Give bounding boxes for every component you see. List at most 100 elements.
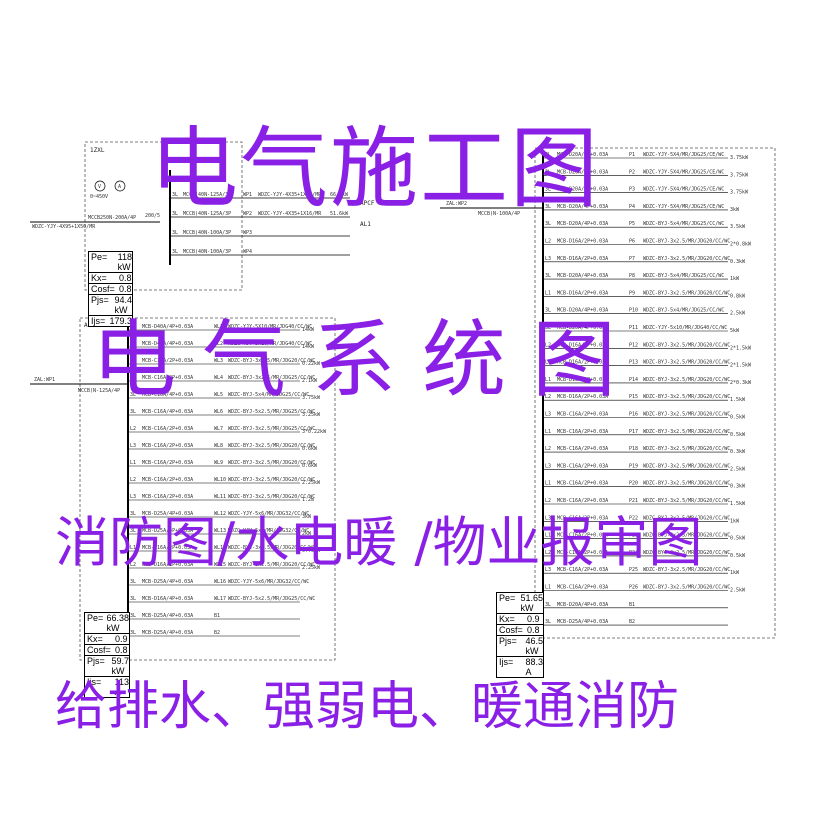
circuit-phase: L2 bbox=[545, 239, 551, 245]
circuit-load: 14kW bbox=[302, 327, 315, 333]
circuit-cable: WDZC-BYJ-3x2.5/MR/JDG20/CC/WC bbox=[643, 377, 730, 383]
summary-key: Pjs= bbox=[91, 295, 109, 305]
circuit-cable: WDZC-BYJ-3x2.5/MR/JDG20/CC/WC bbox=[643, 533, 730, 539]
circuit-phase: L3 bbox=[545, 463, 551, 469]
circuit-breaker: MCB-C16A/2P+0.03A bbox=[142, 477, 193, 483]
circuit-id: WL1 bbox=[214, 324, 223, 330]
circuit-load: 2.5kW bbox=[730, 311, 746, 317]
circuit-phase: L3 bbox=[545, 256, 551, 262]
circuit-phase: 3L bbox=[130, 341, 136, 347]
summary-key: Ijs= bbox=[91, 316, 106, 326]
circuit-id: P13 bbox=[629, 360, 638, 366]
circuit-id: P17 bbox=[629, 429, 638, 435]
circuit-load: 0.3kW bbox=[730, 449, 746, 455]
summary-key: Pjs= bbox=[499, 636, 517, 646]
circuit-breaker: MCB-C16A/2P+0.03A bbox=[557, 533, 608, 539]
circuit-phase: L2 bbox=[130, 426, 136, 432]
summary-value: 113 A bbox=[114, 677, 129, 697]
circuit-phase: 3L bbox=[545, 204, 551, 210]
circuit-cable: WDZC-BYJ-3x2.5/MR/JDG20/CC/WC bbox=[643, 360, 730, 366]
circuit-id: WL3 bbox=[214, 358, 223, 364]
circuit-cable: WDZC-YJY-5X4/MR/JDG25/CE/WC bbox=[643, 152, 724, 158]
circuit-breaker: MCB-C16A/2P+0.03A bbox=[142, 494, 193, 500]
summary-key: Cosf= bbox=[87, 645, 111, 655]
circuit-phase: 3L bbox=[545, 169, 551, 175]
circuit-id: P3 bbox=[629, 187, 635, 193]
circuit-breaker: MCB-C16A/2P+0.03A bbox=[557, 515, 608, 521]
incoming-cable: WDZC-YJY-4X95+1X50/MR bbox=[32, 224, 96, 230]
circuit-cable: WDZC-YJY-5x6/MR/JDG32/CC/WC bbox=[228, 528, 309, 534]
circuit-load: 3kW bbox=[730, 207, 740, 213]
circuit-phase: 3L bbox=[545, 325, 551, 331]
circuit-id: WL15 bbox=[214, 562, 226, 568]
summary-row: Pe=66.38 kW bbox=[85, 613, 129, 634]
circuit-breaker: MCB-D20A/4P+0.03A bbox=[557, 169, 608, 175]
circuit-breaker: MCB-C16A/2P+0.03A bbox=[557, 498, 608, 504]
circuit-load: 3*0.22kW bbox=[302, 429, 327, 435]
summary-value: 0.8 bbox=[527, 625, 540, 635]
circuit-breaker: MCB-C16A/2P+0.03A bbox=[557, 481, 608, 487]
circuit-cable: WDZC-BYJ-3x2.5/MR/JDG20/CC/WC bbox=[643, 463, 730, 469]
summary-row: Ijs=179.3 bbox=[89, 316, 132, 326]
circuit-breaker: MCB-D25A/4P+0.03A bbox=[142, 579, 193, 585]
circuit-phase: 3L bbox=[545, 619, 551, 625]
circuit-id: P5 bbox=[629, 221, 635, 227]
circuit-phase: 3L bbox=[130, 579, 136, 585]
circuit-load: 2*0.3kW bbox=[730, 380, 752, 386]
branch-phase: 3L bbox=[172, 230, 178, 236]
circuit-id: WL12 bbox=[214, 511, 226, 517]
summary-key: Ijs= bbox=[87, 677, 102, 687]
circuit-phase: L2 bbox=[545, 446, 551, 452]
circuit-breaker: MCB-D40A/4P+0.03A bbox=[142, 341, 193, 347]
summary-row: Cosf= 0.8 bbox=[497, 625, 543, 636]
branch-circuit: WP3 bbox=[243, 230, 252, 236]
circuit-id: WL11 bbox=[214, 494, 226, 500]
circuit-load: 3.75kW bbox=[730, 155, 749, 161]
circuit-load: 0.75kW bbox=[302, 548, 321, 554]
circuit-cable: WDZC-BYJ-3x2.5/MR/JDG20/CC/WC bbox=[643, 290, 730, 296]
circuit-id: WL5 bbox=[214, 392, 223, 398]
circuit-phase: L2 bbox=[545, 342, 551, 348]
circuit-cable: WDZC-BYJ-5x4/MR/JDG25/CC/WC bbox=[643, 308, 724, 314]
circuit-load: 2*1.5kW bbox=[730, 345, 752, 351]
circuit-cable: WDZC-BYJ-5x4/MR/JDG25/CC/WC bbox=[643, 273, 724, 279]
circuit-id: P11 bbox=[629, 325, 638, 331]
circuit-phase: L1 bbox=[545, 585, 551, 591]
circuit-id: WL9 bbox=[214, 460, 223, 466]
circuit-cable: WDZC-YJY-5X4/MR/JDG25/CE/WC bbox=[643, 187, 724, 193]
circuit-id: B2 bbox=[629, 619, 635, 625]
circuit-phase: L1 bbox=[545, 481, 551, 487]
circuit-load: 0.5kW bbox=[730, 432, 746, 438]
circuit-id: P9 bbox=[629, 290, 635, 296]
circuit-cable: WDZC-BYJ-3x2.5/MR/JDG20/CC/WC bbox=[228, 545, 315, 551]
circuit-cable: WDZC-YJY-5X10/MR/JDG40/CC/WC bbox=[228, 324, 312, 330]
circuit-phase: 3L bbox=[545, 187, 551, 193]
circuit-phase: 3L bbox=[130, 596, 136, 602]
circuit-cable: WDZC-BYJ-3x2.5/MR/JDG20/CC/WC bbox=[643, 239, 730, 245]
circuit-phase: L2 bbox=[545, 394, 551, 400]
circuit-cable: WDZC-BYJ-3x2.5/MR/JDG20/CC/WC bbox=[643, 585, 730, 591]
circuit-breaker: MCB-D25A/4P+0.03A bbox=[142, 630, 193, 636]
summary-row: Kx=0.9 bbox=[85, 634, 129, 645]
circuit-cable: WDZC-BYJ-5x4/MR/JDG25/CC/WC bbox=[228, 392, 309, 398]
main-breaker: MCCB250N-200A/4P bbox=[88, 215, 136, 221]
summary-key: Pe= bbox=[87, 613, 104, 623]
circuit-id: P15 bbox=[629, 394, 638, 400]
circuit-breaker: MCB-D20A/4P+0.03A bbox=[557, 273, 608, 279]
circuit-breaker: MCB-D16A/2P+0.03A bbox=[557, 377, 608, 383]
circuit-cable: WDZC-BYJ-3x2.5/MR/JDG20/CC/WC bbox=[643, 429, 730, 435]
voltmeter-label: V bbox=[98, 184, 101, 190]
circuit-id: P19 bbox=[629, 463, 638, 469]
summary-key: Cosf= bbox=[499, 625, 523, 635]
circuit-cable: WDZC-BYJ-3x2.5/MR/JDG20/CC/WC bbox=[643, 498, 730, 504]
circuit-breaker: MCB-C16A/2P+0.03A bbox=[557, 550, 608, 556]
circuit-phase: L1 bbox=[130, 358, 136, 364]
summary-key: Kx= bbox=[87, 634, 103, 644]
circuit-phase: L3 bbox=[545, 567, 551, 573]
circuit-load: 5kW bbox=[730, 328, 740, 334]
summary-key: Kx= bbox=[91, 273, 107, 283]
